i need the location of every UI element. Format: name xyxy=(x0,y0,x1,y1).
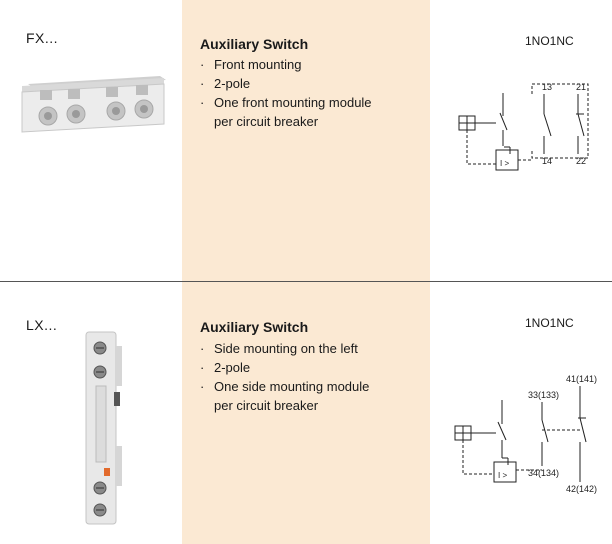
terminal-label: 22 xyxy=(576,156,586,166)
row-divider xyxy=(0,281,612,282)
product-code-lx: LX... xyxy=(26,317,58,333)
lx-wiring-diagram: 41(141) 33(133) 34(134) 42(142) I > xyxy=(454,374,597,494)
list-item: per circuit breaker xyxy=(214,114,319,129)
svg-text:I >: I > xyxy=(498,471,507,480)
terminal-label: 13 xyxy=(542,82,552,92)
list-item: ·Front mounting xyxy=(200,57,302,72)
feature-list-lx: ·Side mounting on the left ·2-pole ·One … xyxy=(200,339,369,415)
list-item: ·2-pole xyxy=(200,76,251,91)
feature-list-fx: ·Front mounting ·2-pole ·One front mount… xyxy=(200,55,372,131)
terminal-label: 42(142) xyxy=(566,484,597,494)
description-column xyxy=(182,0,430,544)
list-item: ·2-pole xyxy=(200,360,251,375)
fx-wiring-diagram: 13 21 14 22 I > xyxy=(458,82,589,171)
fx-product-image xyxy=(21,76,166,133)
terminal-label: 34(134) xyxy=(528,468,559,478)
svg-text:I >: I > xyxy=(500,159,509,168)
product-code-fx: FX... xyxy=(26,30,59,46)
contact-config-fx: 1NO1NC xyxy=(525,34,574,48)
list-item: ·Side mounting on the left xyxy=(200,341,358,356)
terminal-label: 14 xyxy=(542,156,552,166)
product-title-lx: Auxiliary Switch xyxy=(200,319,309,335)
contact-config-lx: 1NO1NC xyxy=(525,316,574,330)
list-item: ·One side mounting module xyxy=(200,379,370,394)
terminal-label: 33(133) xyxy=(528,390,559,400)
list-item: ·One front mounting module xyxy=(200,95,372,110)
terminal-label: 41(141) xyxy=(566,374,597,384)
list-item: per circuit breaker xyxy=(214,398,319,413)
product-title-fx: Auxiliary Switch xyxy=(200,36,309,52)
terminal-label: 21 xyxy=(576,82,586,92)
lx-product-image xyxy=(85,331,122,525)
